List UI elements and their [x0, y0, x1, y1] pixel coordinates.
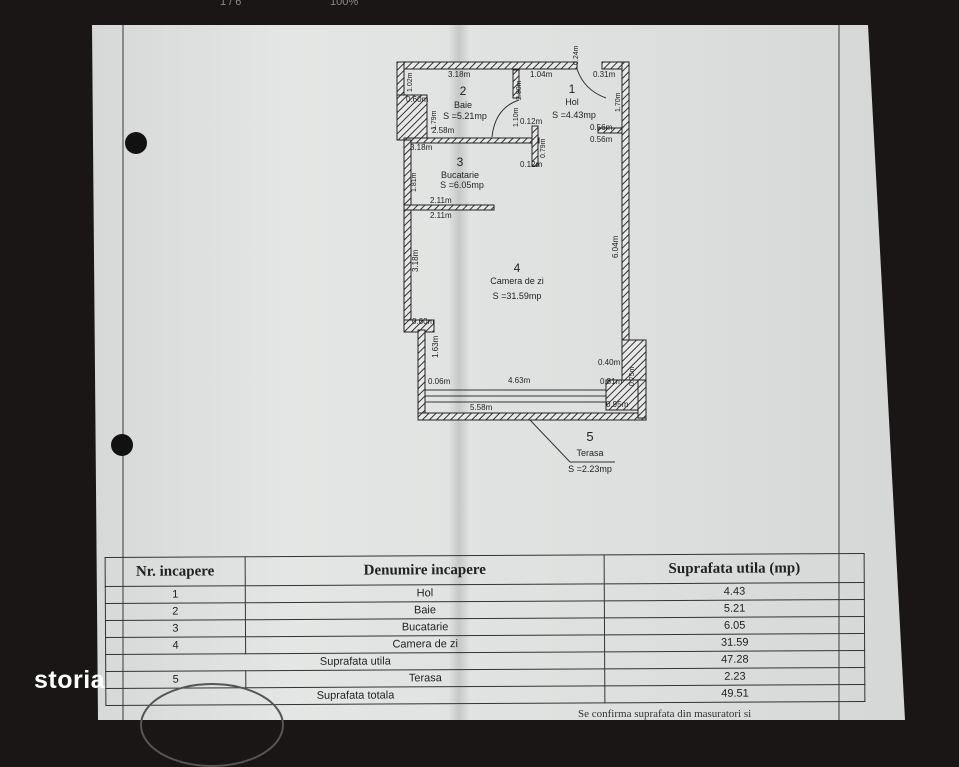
svg-text:S =2.23mp: S =2.23mp — [568, 464, 612, 474]
svg-text:Baie: Baie — [454, 100, 472, 110]
table-header: Nr. incapere Denumire incapere Suprafata… — [105, 553, 865, 587]
dim-label: 2.80m — [516, 80, 523, 100]
dim-label: 1.02m — [407, 72, 414, 92]
margin-line — [838, 25, 840, 720]
svg-text:S =5.21mp: S =5.21mp — [443, 111, 487, 121]
svg-text:4.63m: 4.63m — [508, 376, 531, 385]
svg-text:2: 2 — [460, 84, 467, 98]
svg-text:0.60m: 0.60m — [412, 317, 435, 326]
svg-text:6.04m: 6.04m — [611, 235, 620, 258]
svg-text:3.18m: 3.18m — [411, 249, 420, 272]
svg-text:S =6.05mp: S =6.05mp — [440, 180, 484, 190]
doors-windows — [425, 68, 615, 463]
punch-hole — [111, 434, 133, 456]
room-labels: 2 Baie S =5.21mp 1 Hol S =4.43mp 3 Bucat… — [440, 82, 612, 474]
svg-text:1: 1 — [569, 82, 576, 96]
svg-text:5.58m: 5.58m — [470, 403, 493, 412]
svg-text:5: 5 — [586, 429, 593, 444]
svg-text:0.60m: 0.60m — [406, 95, 429, 104]
svg-text:2.11m: 2.11m — [430, 211, 452, 220]
viewer-toolbar: 1 / 6 100% — [0, 0, 959, 22]
svg-text:1.04m: 1.04m — [530, 70, 553, 79]
svg-text:0.12m: 0.12m — [520, 160, 543, 169]
svg-text:3: 3 — [457, 155, 464, 169]
margin-line — [122, 25, 124, 720]
floor-plan: 3.18m 1.04m 0.24m 0.31m 1.02m 0.60m 2.80… — [396, 45, 647, 474]
svg-text:2.11m: 2.11m — [430, 196, 452, 205]
svg-text:S =4.43mp: S =4.43mp — [552, 110, 596, 120]
confirmation-note: Se confirma suprafata din masuratori si — [578, 708, 752, 720]
svg-text:0.40m: 0.40m — [598, 358, 621, 367]
svg-text:0.31m: 0.31m — [593, 70, 616, 79]
svg-text:Bucatarie: Bucatarie — [441, 170, 479, 180]
punch-hole — [125, 132, 147, 154]
svg-text:2.58m: 2.58m — [432, 126, 455, 135]
svg-text:S =31.59mp: S =31.59mp — [493, 291, 542, 301]
svg-text:3.18m: 3.18m — [448, 70, 471, 79]
svg-text:4: 4 — [514, 261, 521, 275]
walls — [396, 61, 647, 421]
svg-text:3.18m: 3.18m — [410, 143, 433, 152]
svg-text:Camera de zi: Camera de zi — [490, 276, 544, 286]
svg-text:0.81m: 0.81m — [600, 377, 623, 386]
svg-text:0.24m: 0.24m — [573, 45, 580, 65]
svg-text:0.95m: 0.95m — [606, 400, 629, 409]
svg-text:1.63m: 1.63m — [431, 335, 440, 358]
svg-text:Hol: Hol — [565, 97, 579, 107]
svg-text:0.56m: 0.56m — [590, 135, 613, 144]
svg-text:0.06m: 0.06m — [428, 377, 451, 386]
zoom-level[interactable]: 100% — [330, 0, 359, 8]
page-fold — [448, 25, 470, 720]
dim-label: 1.70m — [615, 92, 622, 112]
svg-text:Terasa: Terasa — [576, 448, 603, 458]
dim-label: 1.79m — [431, 110, 438, 130]
svg-text:0.56m: 0.56m — [590, 123, 613, 132]
svg-text:0.12m: 0.12m — [520, 117, 543, 126]
dim-label: 1.81m — [411, 172, 418, 192]
official-stamp — [140, 683, 284, 767]
dim-label: 1.10m — [513, 107, 520, 127]
storia-logo: storia — [34, 666, 106, 694]
dimension-labels: 3.18m 1.04m 0.24m 0.31m 1.02m 0.60m 2.80… — [406, 45, 636, 412]
dim-label: 0.79m — [540, 138, 547, 158]
dim-label: 0.75m — [629, 366, 636, 386]
page-indicator: 1 / 6 — [220, 0, 242, 8]
